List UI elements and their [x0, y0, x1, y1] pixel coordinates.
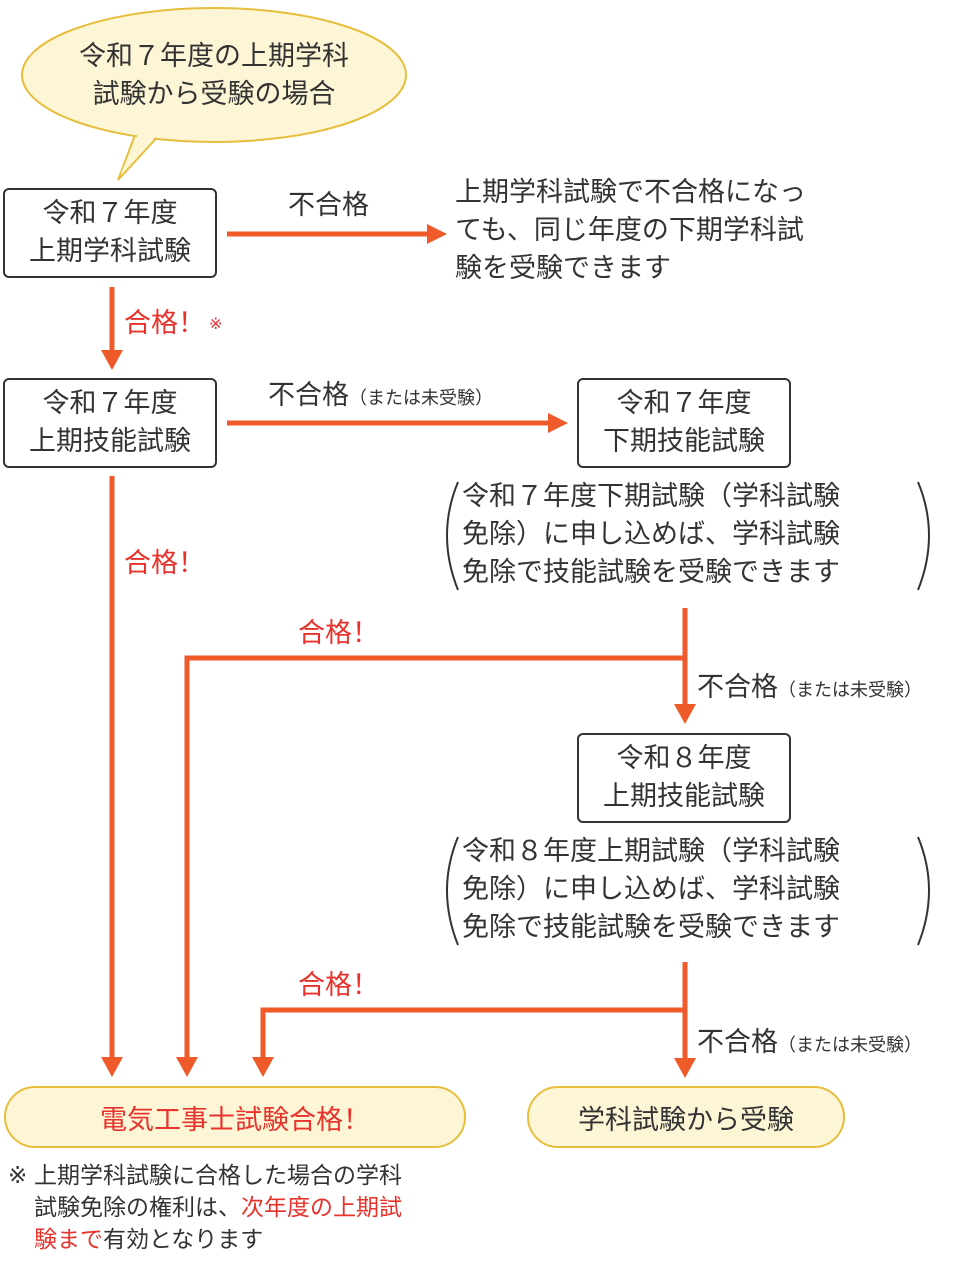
- pass-label-academic: 合格！※: [124, 306, 222, 342]
- fail-note-line-1: 上期学科試験で不合格になっ: [455, 177, 806, 208]
- arrowhead-skill2-pass: [176, 1057, 198, 1077]
- arrowhead-skill1-pass: [101, 1057, 123, 1077]
- arrowhead-skill3-fail: [674, 1058, 696, 1078]
- arrowhead-academic-fail: [427, 224, 447, 244]
- note-r8-line-3: 免除で技能試験を受験できます: [462, 912, 840, 943]
- footnote-text-3: 有効となります: [103, 1227, 264, 1253]
- pass-label-skill1: 合格！: [124, 548, 205, 579]
- bubble-line-1: 令和７年度の上期学科: [79, 41, 349, 72]
- arrowhead-skill1-fail: [548, 413, 568, 433]
- fail-label-skill3-sub: （または未受験）: [778, 1035, 922, 1056]
- note-r8-exemption: 令和８年度上期試験（学科試験 免除）に申し込めば、学科試験 免除で技能試験を受験…: [462, 833, 840, 947]
- box-r8-line-2: 上期技能試験: [603, 781, 765, 812]
- footnote-highlight-1: 次年度の上期試: [241, 1195, 402, 1221]
- fail-label-skill1-text: 不合格: [268, 380, 349, 411]
- note-r7-line-2: 免除）に申し込めば、学科試験: [462, 519, 840, 550]
- note-r7-line-3: 免除で技能試験を受験できます: [462, 557, 840, 588]
- note-r7-exemption: 令和７年度下期試験（学科試験 免除）に申し込めば、学科試験 免除で技能試験を受験…: [462, 478, 840, 592]
- result-retry-pill: 学科試験から受験: [527, 1086, 845, 1148]
- fail-label-skill1: 不合格（または未受験）: [268, 378, 493, 417]
- box-r7-lower-skill-line-2: 下期技能試験: [603, 426, 765, 457]
- arrow-skill2-pass: [184, 655, 685, 1060]
- pass-label-skill2: 合格！: [298, 618, 379, 649]
- arrowhead-academic-pass: [101, 350, 123, 370]
- fail-note-line-2: ても、同じ年度の下期学科試: [455, 215, 804, 246]
- fail-label-academic: 不合格: [288, 190, 369, 221]
- fail-label-skill3: 不合格（または未受験）: [697, 1025, 922, 1064]
- box-r7-upper-skill-line-2: 上期技能試験: [29, 426, 191, 457]
- footnote: ※ 上期学科試験に合格した場合の学科 試験免除の権利は、次年度の上期試 験まで有…: [8, 1160, 488, 1256]
- fail-label-skill2: 不合格（または未受験）: [697, 670, 922, 709]
- box-r8-upper-skill: 令和８年度 上期技能試験: [577, 733, 791, 823]
- bubble-line-2: 試験から受験の場合: [92, 79, 336, 110]
- box-r8-line-1: 令和８年度: [616, 743, 752, 774]
- fail-label-skill1-sub: （または未受験）: [349, 388, 493, 409]
- box-r7-lower-skill: 令和７年度 下期技能試験: [577, 378, 791, 468]
- pass-mark: ※: [209, 314, 223, 333]
- box-r7-lower-skill-line-1: 令和７年度: [616, 388, 752, 419]
- bubble-text: 令和７年度の上期学科 試験から受験の場合: [52, 38, 376, 114]
- box-r7-upper-skill: 令和７年度 上期技能試験: [3, 378, 217, 468]
- box-r7-academic-line-2: 上期学科試験: [29, 236, 191, 267]
- bracket-right-r7: [917, 481, 930, 591]
- box-r7-academic-line-1: 令和７年度: [42, 198, 178, 229]
- footnote-mark: ※: [8, 1163, 28, 1189]
- fail-note-academic: 上期学科試験で不合格になっ ても、同じ年度の下期学科試 験を受験できます: [455, 174, 806, 288]
- note-r8-line-2: 免除）に申し込めば、学科試験: [462, 874, 840, 905]
- note-r8-line-1: 令和８年度上期試験（学科試験: [462, 836, 840, 867]
- fail-label-skill2-text: 不合格: [697, 672, 778, 703]
- bracket-left-r8: [446, 836, 459, 946]
- footnote-text-2: 試験免除の権利は、: [34, 1195, 241, 1221]
- note-r7-line-1: 令和７年度下期試験（学科試験: [462, 481, 840, 512]
- footnote-highlight-2: 験まで: [34, 1227, 103, 1253]
- box-r7-upper-academic: 令和７年度 上期学科試験: [3, 188, 217, 278]
- arrow-skill3-pass: [260, 1007, 685, 1060]
- footnote-text-1: 上期学科試験に合格した場合の学科: [34, 1163, 402, 1189]
- arrowhead-skill3-pass: [252, 1057, 274, 1077]
- fail-label-skill3-text: 不合格: [697, 1027, 778, 1058]
- fail-note-line-3: 験を受験できます: [455, 253, 671, 284]
- bracket-right-r8: [917, 836, 930, 946]
- speech-bubble: [21, 7, 407, 181]
- result-pass-pill: 電気工事士試験合格！: [4, 1086, 466, 1148]
- box-r7-upper-skill-line-1: 令和７年度: [42, 388, 178, 419]
- pass-label-academic-text: 合格！: [124, 308, 205, 339]
- arrowhead-skill2-fail: [674, 704, 696, 724]
- pass-label-skill3: 合格！: [298, 970, 379, 1001]
- fail-label-skill2-sub: （または未受験）: [778, 680, 922, 701]
- bracket-left-r7: [446, 481, 459, 591]
